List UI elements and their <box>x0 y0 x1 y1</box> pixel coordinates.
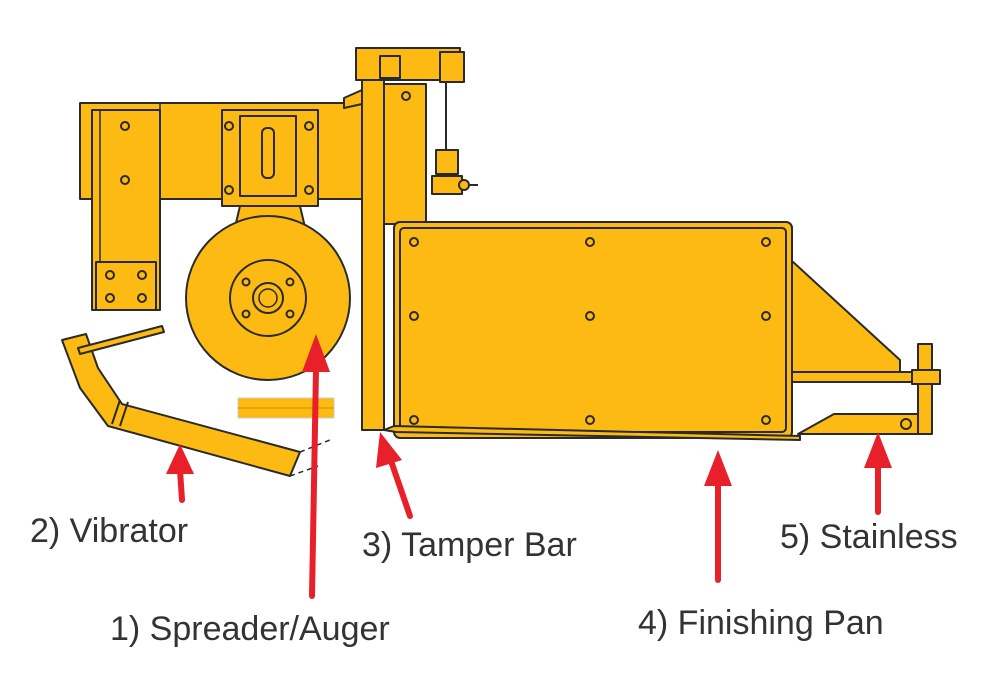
vibrator-strip <box>237 397 335 419</box>
spreader-auger <box>185 215 351 381</box>
auger-mount-plate <box>221 109 319 241</box>
label-tamper-bar: 3) Tamper Bar <box>362 526 577 564</box>
label-stainless: 5) Stainless <box>780 518 958 556</box>
finishing-pan <box>383 221 901 441</box>
arrow-vibrator <box>166 444 194 503</box>
arrow-spreader <box>302 334 330 599</box>
label-finishing-pan: 4) Finishing Pan <box>638 604 884 642</box>
left-bracket <box>91 109 161 311</box>
vibrator <box>61 325 331 477</box>
arrow-stainless <box>864 432 892 515</box>
arrow-tamper <box>376 432 413 519</box>
stainless-plate <box>791 343 941 435</box>
label-spreader-auger: 1) Spreader/Auger <box>110 610 390 648</box>
label-vibrator: 2) Vibrator <box>30 512 189 550</box>
linkage-clamp <box>431 51 478 195</box>
arrow-finishing-pan <box>704 450 732 583</box>
